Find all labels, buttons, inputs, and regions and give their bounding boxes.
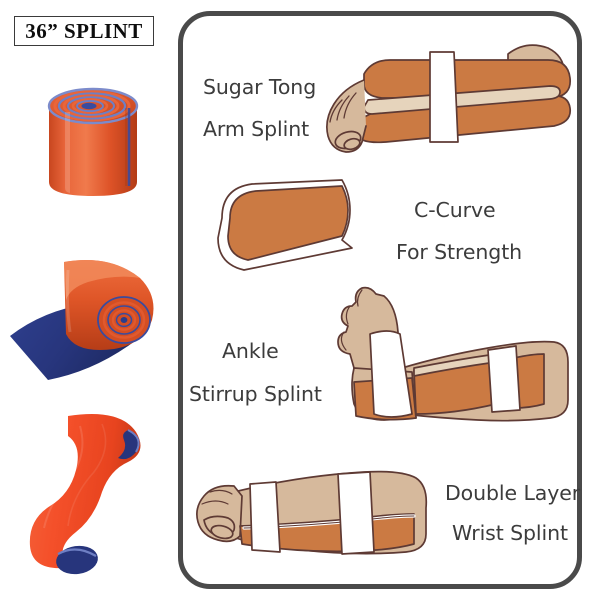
c-curve-cross-section-illustration <box>200 172 372 277</box>
sugar-tong-arm-splint-illustration <box>312 30 582 160</box>
product-photo-rolled-splint-upright <box>18 78 168 208</box>
product-photo-s-curved-splint <box>24 408 174 578</box>
label-c-curve-line1: C-Curve <box>414 198 496 222</box>
label-ankle-stirrup-line2: Stirrup Splint <box>189 382 322 406</box>
ankle-stirrup-splint-illustration <box>292 272 582 432</box>
label-c-curve-line2: For Strength <box>396 240 523 264</box>
product-size-badge: 36” SPLINT <box>14 16 154 46</box>
product-size-badge-label: 36” SPLINT <box>25 18 143 43</box>
label-double-layer-wrist-line2: Wrist Splint <box>452 521 568 545</box>
double-layer-wrist-splint-illustration <box>188 452 433 567</box>
product-photo-rolled-splint-unrolled <box>4 248 174 393</box>
label-ankle-stirrup-line1: Ankle <box>222 339 279 363</box>
label-sugar-tong-line1: Sugar Tong <box>203 75 317 99</box>
label-double-layer-wrist-line1: Double Layer <box>445 481 581 505</box>
label-sugar-tong-line2: Arm Splint <box>203 117 310 141</box>
